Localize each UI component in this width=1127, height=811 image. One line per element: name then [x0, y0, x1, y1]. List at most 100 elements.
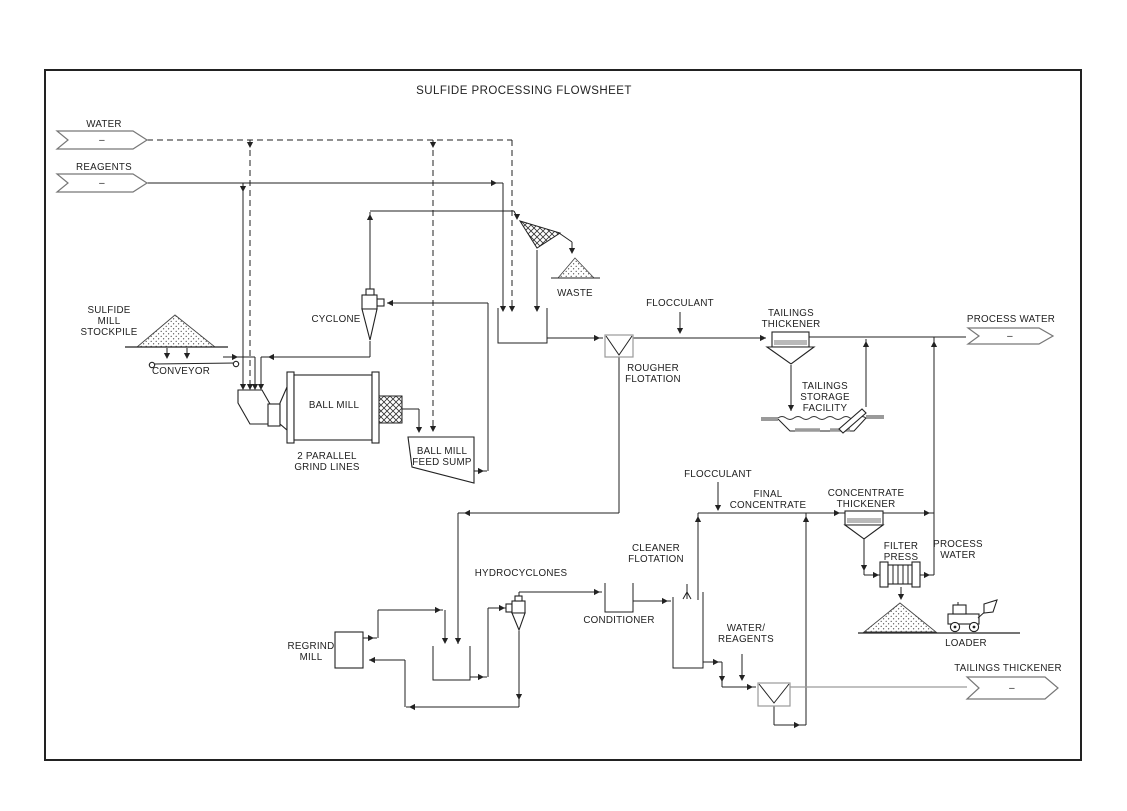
flow-arrowhead [718, 676, 726, 682]
screen-shape [518, 220, 562, 249]
flow-arrowhead [491, 179, 497, 187]
flow-arrowhead [368, 634, 374, 642]
flow-arrowhead [366, 214, 374, 220]
rougher-cell-shape [604, 334, 634, 358]
flow-arrowhead [794, 721, 800, 729]
flow-arrowhead [246, 142, 254, 148]
hydrocyclone-shape [505, 595, 526, 632]
flow-arrowhead [499, 604, 505, 612]
flow-arrowhead [924, 509, 930, 517]
conditioner-shape [604, 583, 634, 613]
flow-arrowhead [897, 594, 905, 600]
concentrate-thickener-shape [843, 510, 885, 540]
flocculant-2-label: FLOCCULANT [684, 469, 752, 480]
reagents-in-flag [55, 173, 149, 193]
flow-arrowhead [760, 334, 766, 342]
flow-lines [147, 182, 966, 726]
process-water-flag-label: PROCESS WATER [967, 314, 1055, 325]
flow-arrowhead [499, 306, 507, 312]
flow-arrowhead [268, 353, 274, 361]
drawing-border [44, 69, 1082, 761]
regrind-sump-shape [432, 646, 471, 681]
flow-arrowhead [464, 509, 470, 517]
conveyor-label: CONVEYOR [152, 366, 210, 377]
waste-label: WASTE [557, 288, 593, 299]
tailings-out-flag [965, 676, 1059, 700]
flow-arrowhead [747, 683, 753, 691]
water-in-flag [55, 130, 149, 150]
flow-arrowhead [435, 606, 441, 614]
flow-arrowhead [594, 334, 600, 342]
flow-arrowhead [478, 467, 484, 475]
flow-arrowhead [713, 658, 719, 666]
sparger-icon [682, 584, 692, 600]
loader-label: LOADER [945, 638, 987, 649]
ball-mill-feed-sump-shape [407, 436, 475, 484]
flow-arrowhead [802, 516, 810, 522]
tailings-thickener-shape [765, 331, 816, 365]
flow-arrowhead [787, 405, 795, 411]
flow-arrowhead [441, 638, 449, 644]
flow-arrowhead [662, 597, 668, 605]
flow-arrowhead [239, 384, 247, 390]
flow-arrowhead [251, 384, 259, 390]
flow-arrowhead [232, 353, 238, 361]
conveyor-shape [148, 360, 240, 369]
flow-arrowhead [860, 565, 868, 571]
flow-arrowhead [738, 675, 746, 681]
reagents-flag-dash: – [99, 178, 105, 189]
flow-arrowhead [594, 588, 600, 596]
flow-arrowhead [246, 384, 254, 390]
diagram-title: SULFIDE PROCESSING FLOWSHEET [416, 85, 632, 97]
flow-arrowhead [429, 426, 437, 432]
hydrocyclones-label: HYDROCYCLONES [475, 568, 568, 579]
arrowheads [163, 142, 938, 729]
flow-arrowhead [454, 638, 462, 644]
conditioner-label: CONDITIONER [583, 615, 654, 626]
flow-arrowhead [513, 214, 521, 220]
flow-arrowhead [387, 299, 393, 307]
ball-mill-label: BALL MILL [309, 400, 360, 411]
flow-arrowhead [714, 505, 722, 511]
ball-mill-shape [237, 371, 403, 444]
process-water-flag-dash: – [1007, 331, 1013, 342]
flow-arrowhead [183, 353, 191, 359]
loader-icon [947, 599, 998, 633]
waste-pile-shape [551, 257, 600, 279]
flow-arrowhead [239, 186, 247, 192]
flow-arrowhead [257, 384, 265, 390]
tailings-thickener-out-dash: – [1009, 683, 1015, 694]
flow-arrowhead [163, 353, 171, 359]
water-reagents-label: WATER/REAGENTS [718, 623, 774, 645]
flow-arrowhead [834, 509, 840, 517]
scavenger-cell-shape [757, 682, 791, 707]
flow-arrowhead [873, 571, 879, 579]
flow-arrowhead [930, 341, 938, 347]
regrind-mill-shape [334, 631, 364, 669]
flow-arrowhead [478, 673, 484, 681]
flow-arrowhead [508, 306, 516, 312]
cyclone-label: CYCLONE [311, 314, 360, 325]
flow-arrowhead [415, 427, 423, 433]
flow-arrowhead [515, 694, 523, 700]
reagents-flag-label: REAGENTS [76, 162, 132, 173]
pulp-tank-shape [497, 308, 548, 344]
stockpile-shape [125, 314, 228, 348]
flow-arrowhead [676, 328, 684, 334]
tailings-thickener-out-label: TAILINGS THICKENER [954, 663, 1062, 674]
